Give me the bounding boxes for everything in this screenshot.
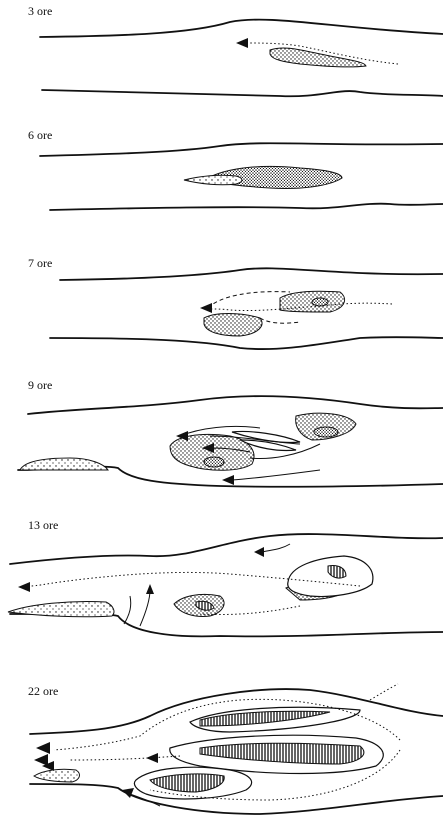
upper-bank <box>10 534 443 564</box>
flow-line-4 <box>124 596 131 624</box>
lower-bank <box>50 204 443 210</box>
bar-core-right <box>314 427 338 437</box>
lower-lobe <box>204 314 262 337</box>
flow-arrowhead <box>236 38 248 48</box>
lobe-outline-dashed <box>260 318 300 323</box>
flow-line-5 <box>262 544 290 552</box>
left-margin-bar <box>34 769 79 782</box>
flow-arrowhead-5 <box>254 547 264 557</box>
flow-arrowhead <box>200 303 212 313</box>
panel-3-ore: 3 ore <box>0 0 443 110</box>
panel-22-ore: 22 ore <box>0 680 443 817</box>
flow-line-3 <box>232 470 320 480</box>
flow-line-3 <box>140 590 150 626</box>
panel-3-ore-drawing <box>0 0 443 110</box>
sediment-bar <box>270 48 366 67</box>
bar-core-left <box>204 457 224 467</box>
panel-13-ore-drawing <box>0 514 443 650</box>
panel-22-ore-drawing <box>0 680 443 817</box>
upper-bank <box>40 143 443 156</box>
flow-arrowhead-1 <box>36 742 50 754</box>
left-margin-bar <box>20 458 108 470</box>
bar-core <box>312 298 328 306</box>
panel-6-ore-drawing <box>0 124 443 224</box>
upper-bank <box>28 396 443 414</box>
flow-line-central <box>70 756 180 760</box>
panel-9-ore-drawing <box>0 374 443 498</box>
lower-bank <box>42 90 443 96</box>
panel-7-ore-drawing <box>0 252 443 362</box>
flow-arrowhead-1 <box>18 582 30 592</box>
flow-arrowhead-2 <box>34 754 48 766</box>
flow-arrowhead-3 <box>146 584 154 594</box>
panel-6-ore: 6 ore <box>0 124 443 224</box>
flow-arrowhead-4 <box>146 753 158 763</box>
upper-bank <box>60 268 443 280</box>
bar-outline-dashed <box>208 292 290 308</box>
panel-9-ore: 9 ore <box>0 374 443 498</box>
lower-bank <box>50 337 443 349</box>
panel-13-ore: 13 ore <box>0 514 443 650</box>
flow-arrowhead-3 <box>222 475 234 485</box>
sediment-tail <box>184 175 242 185</box>
upper-bank <box>40 20 443 37</box>
panel-7-ore: 7 ore <box>0 252 443 362</box>
meander-lobe <box>288 556 373 597</box>
flow-line-upper-right <box>370 684 398 700</box>
